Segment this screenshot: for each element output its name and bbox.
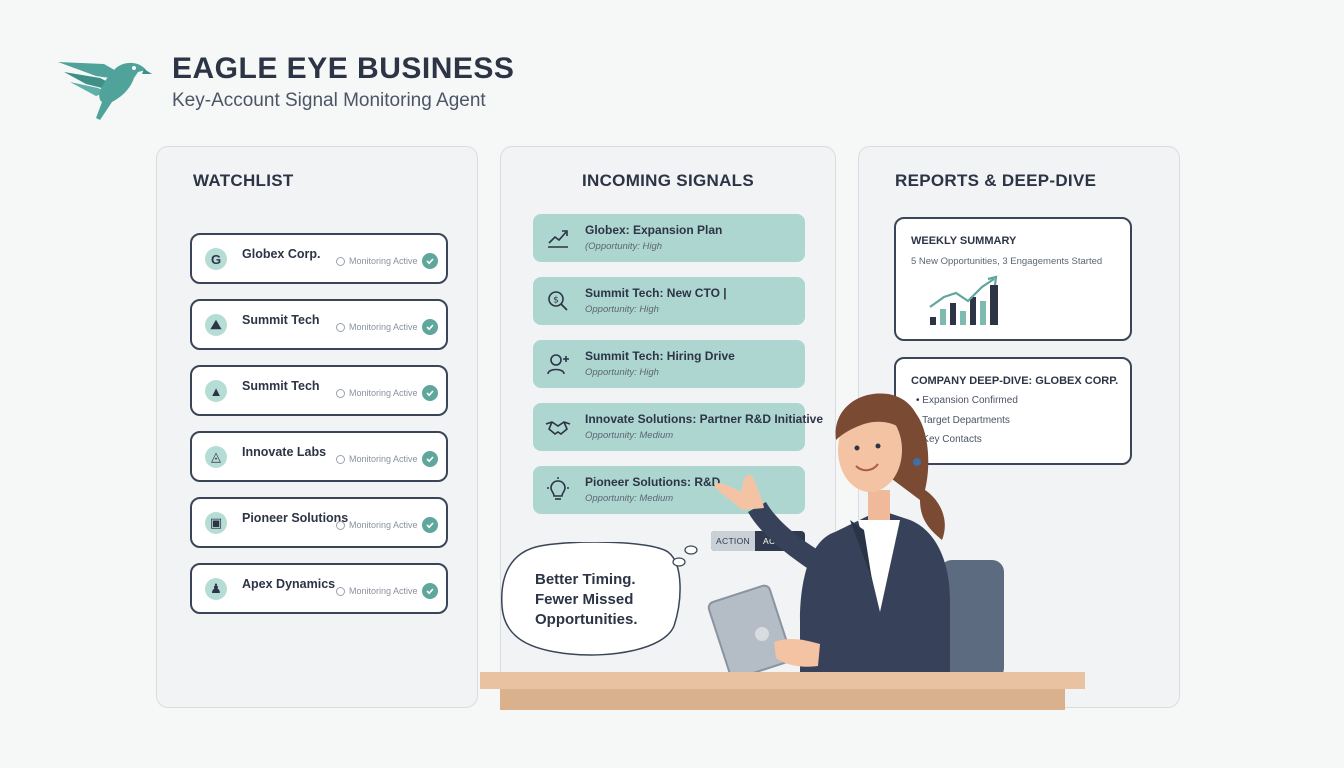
watchlist-item-name: Innovate Labs [242, 445, 327, 459]
monitoring-status: Monitoring Active [336, 454, 418, 464]
check-icon [422, 517, 438, 533]
monitoring-status: Monitoring Active [336, 586, 418, 596]
signal-title: Innovate Solutions: Partner R&D Initiati… [585, 412, 824, 426]
analyst-illustration [480, 393, 1085, 710]
status-dot-icon [336, 520, 345, 530]
app-subtitle: Key-Account Signal Monitoring Agent [172, 90, 486, 111]
globex-logo-icon: G [205, 248, 227, 270]
status-dot-icon [336, 322, 345, 332]
status-text: Monitoring Active [349, 520, 418, 530]
watchlist-item[interactable]: ♟ Apex Dynamics Monitoring Active [190, 563, 448, 614]
status-dot-icon [336, 586, 345, 596]
check-icon [422, 451, 438, 467]
status-dot-icon [336, 388, 345, 398]
watchlist-item-name: Summit Tech [242, 313, 320, 327]
monitoring-status: Monitoring Active [336, 520, 418, 530]
watchlist-item-name: Globex Corp. [242, 247, 321, 261]
dollar-search-icon: $ [548, 291, 568, 311]
signal-opportunity: (Opportunity: High [585, 241, 663, 252]
check-icon [422, 319, 438, 335]
add-user-icon [547, 354, 569, 375]
monitoring-status: Monitoring Active [336, 322, 418, 332]
signal-opportunity: Opportunity: High [585, 304, 659, 315]
trend-up-icon [548, 230, 568, 248]
bubble-line: Better Timing. [535, 571, 636, 588]
bar-chart-icon [929, 275, 998, 325]
watchlist-item[interactable]: ⛰ Summit Tech Monitoring Active [190, 299, 448, 350]
watchlist-item[interactable]: ◬ Innovate Labs Monitoring Active [190, 431, 448, 482]
app-header: EAGLE EYE BUSINESS Key-Account Signal Mo… [56, 50, 516, 130]
watchlist-item-name: Apex Dynamics [242, 577, 336, 591]
peak-icon: ▲ [205, 380, 227, 402]
deep-dive-item: Key Contacts [916, 434, 1018, 454]
apex-icon: ♟ [205, 578, 227, 600]
watchlist-item[interactable]: ▲ Summit Tech Monitoring Active [190, 365, 448, 416]
monitoring-status: Monitoring Active [336, 388, 418, 398]
deep-dive-list: Expansion Confirmed Target Departments K… [916, 395, 1018, 454]
signal-opportunity: Opportunity: High [585, 367, 659, 378]
check-icon [422, 385, 438, 401]
labs-icon: ◬ [205, 446, 227, 468]
status-text: Monitoring Active [349, 454, 418, 464]
watchlist-panel: WATCHLIST G Globex Corp. Monitoring Acti… [156, 146, 478, 708]
deep-dive-item: Target Departments [916, 415, 1018, 435]
signal-card[interactable]: $ Summit Tech: New CTO | Opportunity: Hi… [533, 277, 805, 325]
monitoring-status: Monitoring Active [336, 256, 418, 266]
bubble-line: Fewer Missed [535, 591, 634, 608]
weekly-summary-title: WEEKLY SUMMARY [911, 235, 1017, 247]
status-text: Monitoring Active [349, 388, 418, 398]
handshake-icon [545, 421, 571, 435]
status-dot-icon [336, 256, 345, 266]
watchlist-item[interactable]: G Globex Corp. Monitoring Active [190, 233, 448, 284]
signal-title: Globex: Expansion Plan [585, 223, 723, 237]
watchlist-title: WATCHLIST [193, 171, 294, 190]
status-text: Monitoring Active [349, 256, 418, 266]
status-text: Monitoring Active [349, 322, 418, 332]
deep-dive-item: Expansion Confirmed [916, 395, 1018, 415]
incoming-signals-panel: INCOMING SIGNALS Globex: Expansion Plan … [500, 146, 836, 708]
status-text: Monitoring Active [349, 586, 418, 596]
deep-dive-title: COMPANY DEEP-DIVE: GLOBEX CORP. [911, 375, 1119, 387]
weekly-summary-card[interactable]: WEEKLY SUMMARY 5 New Opportunities, 3 En… [894, 217, 1132, 341]
mountain-icon: ⛰ [205, 314, 227, 336]
signals-title: INCOMING SIGNALS [582, 171, 754, 190]
check-icon [422, 253, 438, 269]
speech-bubble-text: Better Timing. Fewer Missed Opportunitie… [535, 570, 675, 630]
signal-card[interactable]: Summit Tech: Hiring Drive Opportunity: H… [533, 340, 805, 388]
deep-dive-card[interactable]: COMPANY DEEP-DIVE: GLOBEX CORP. Expansio… [894, 357, 1132, 465]
status-dot-icon [336, 454, 345, 464]
watchlist-item-name: Summit Tech [242, 379, 320, 393]
eagle-logo-icon [58, 62, 152, 120]
reports-panel: REPORTS & DEEP-DIVE WEEKLY SUMMARY 5 New… [858, 146, 1180, 708]
watchlist-item-name: Pioneer Solutions [242, 511, 349, 525]
signal-opportunity: Opportunity: Medium [585, 493, 674, 504]
speech-bubble [501, 542, 698, 656]
lightbulb-icon [547, 477, 569, 500]
weekly-summary-text: 5 New Opportunities, 3 Engagements Start… [911, 256, 1103, 267]
signal-card[interactable]: Globex: Expansion Plan (Opportunity: Hig… [533, 214, 805, 262]
signal-title: Summit Tech: Hiring Drive [585, 349, 735, 363]
signal-opportunity: Opportunity: Medium [585, 430, 674, 441]
signal-card[interactable]: Innovate Solutions: Partner R&D Initiati… [533, 403, 823, 451]
signal-title: Pioneer Solutions: R&D [585, 475, 721, 489]
signal-title: Summit Tech: New CTO | [585, 286, 727, 300]
check-icon [422, 583, 438, 599]
reports-title: REPORTS & DEEP-DIVE [895, 171, 1097, 190]
pioneer-icon: ▣ [205, 512, 227, 534]
action-button-left-label: ACTION [711, 531, 755, 551]
svg-text:$: $ [553, 296, 559, 306]
bubble-line: Opportunities. [535, 611, 638, 628]
app-title: EAGLE EYE BUSINESS [172, 52, 515, 85]
watchlist-item[interactable]: ▣ Pioneer Solutions Monitoring Active [190, 497, 448, 548]
